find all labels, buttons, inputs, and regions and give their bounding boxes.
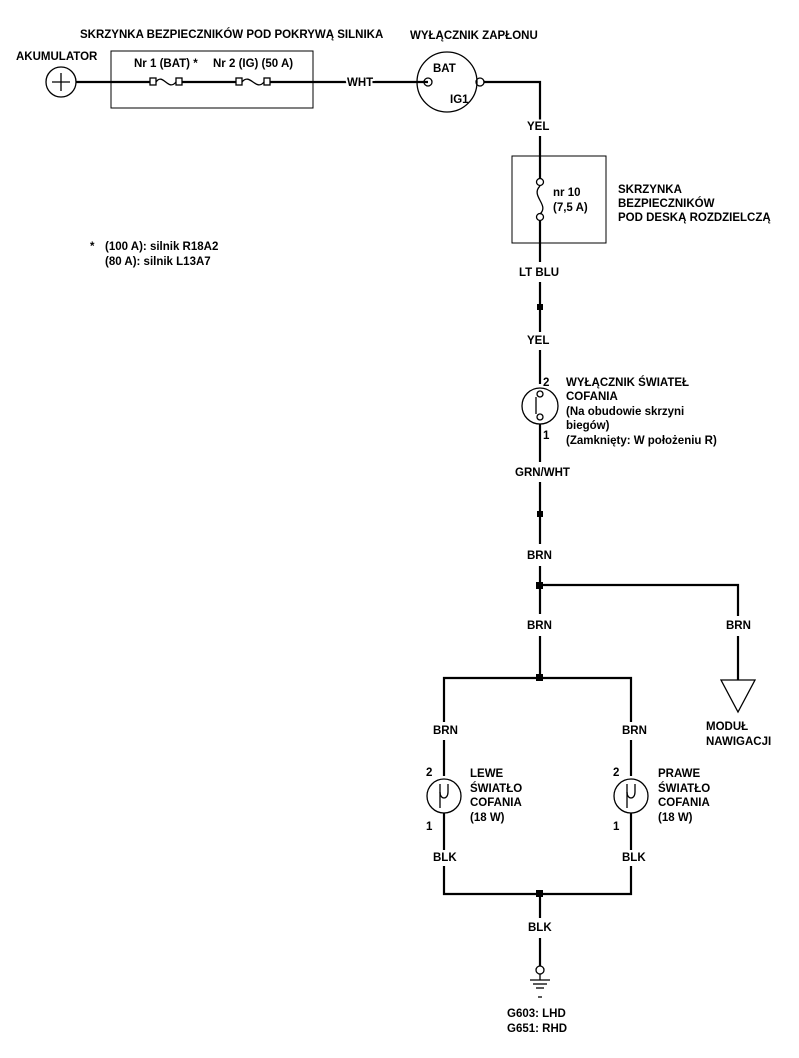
battery-label: AKUMULATOR <box>16 51 98 63</box>
dash-fuse-box <box>511 155 607 244</box>
ignition-switch-label: WYŁĄCZNIK ZAPŁONU <box>410 30 538 42</box>
dash-fuse-box-label-3: POD DESKĄ ROZDZIELCZĄ <box>618 212 771 224</box>
left-lamp-label-2: ŚWIATŁO <box>470 782 522 795</box>
wire-label-brn-nav: BRN <box>726 620 751 632</box>
fuse-2-label: Nr 2 (IG) (50 A) <box>213 58 293 70</box>
wire-label-grn-wht: GRN/WHT <box>515 467 570 479</box>
engine-fuse-box-label: SKRZYNKA BEZPIECZNIKÓW POD POKRYWĄ SILNI… <box>80 28 383 41</box>
wire-label-wht: WHT <box>347 77 373 89</box>
reverse-switch-pin-2: 2 <box>543 377 549 389</box>
footnote-line-2: (80 A): silnik L13A7 <box>105 256 211 268</box>
wire-label-lt-blu: LT BLU <box>519 267 559 279</box>
reverse-switch-label-5: (Zamknięty: W położeniu R) <box>566 435 717 447</box>
footnote-star: * <box>90 241 95 253</box>
connector-1 <box>537 304 543 310</box>
ground-label-1: G603: LHD <box>507 1008 566 1020</box>
footnote-line-1: (100 A): silnik R18A2 <box>105 241 218 253</box>
reverse-switch-label-1: WYŁĄCZNIK ŚWIATEŁ <box>566 376 689 389</box>
wire-label-yel-2: YEL <box>527 335 549 347</box>
ig1-terminal-label: IG1 <box>450 94 469 106</box>
right-lamp-label-4: (18 W) <box>658 812 693 824</box>
left-lamp-pin-1: 1 <box>426 821 433 833</box>
reverse-switch-pin-1: 1 <box>543 430 550 442</box>
nav-module-arrow <box>719 679 757 714</box>
left-lamp-pin-2: 2 <box>426 767 432 779</box>
fuse-1-symbol <box>149 77 183 86</box>
wire-label-blk-ground: BLK <box>528 922 552 934</box>
ignition-switch-symbol <box>416 51 485 113</box>
fuse-10-label-2: (7,5 A) <box>553 202 588 214</box>
right-lamp-pin-2: 2 <box>613 767 619 779</box>
right-lamp-label-3: COFANIA <box>658 797 710 809</box>
left-lamp-symbol <box>426 778 462 814</box>
wire-label-yel-1: YEL <box>527 121 549 133</box>
wire-label-blk-right: BLK <box>622 852 646 864</box>
fuse-1-label: Nr 1 (BAT) * <box>134 58 198 70</box>
splice-2 <box>536 674 543 681</box>
splice-1 <box>536 582 543 589</box>
fuse-2-symbol <box>235 77 271 86</box>
dash-fuse-box-label-1: SKRZYNKA <box>618 184 682 196</box>
reverse-switch-symbol <box>521 387 559 425</box>
wire-label-brn-left: BRN <box>433 725 458 737</box>
connector-2 <box>537 511 543 517</box>
dash-fuse-box-label-2: BEZPIECZNIKÓW <box>618 197 715 210</box>
reverse-switch-label-4: biegów) <box>566 420 610 432</box>
battery-symbol <box>45 66 77 98</box>
wire-label-blk-left: BLK <box>433 852 457 864</box>
fuse-10-label-1: nr 10 <box>553 187 581 199</box>
right-lamp-label-1: PRAWE <box>658 768 701 780</box>
nav-module-label-1: MODUŁ <box>706 721 748 733</box>
fuse-10-symbol <box>535 177 545 222</box>
ground-symbol <box>530 965 550 998</box>
left-lamp-label-1: LEWE <box>470 768 504 780</box>
reverse-switch-label-2: COFANIA <box>566 391 618 403</box>
right-lamp-pin-1: 1 <box>613 821 620 833</box>
wire-label-brn-2: BRN <box>527 620 552 632</box>
right-lamp-label-2: ŚWIATŁO <box>658 782 710 795</box>
nav-module-label-2: NAWIGACJI <box>706 736 771 748</box>
engine-fuse-box <box>110 50 314 109</box>
splice-3 <box>536 890 543 897</box>
wire-label-brn-right: BRN <box>622 725 647 737</box>
right-lamp-symbol <box>613 778 649 814</box>
left-lamp-label-4: (18 W) <box>470 812 505 824</box>
ground-label-2: G651: RHD <box>507 1023 567 1035</box>
reverse-switch-label-3: (Na obudowie skrzyni <box>566 406 684 418</box>
bat-terminal-label: BAT <box>433 63 456 75</box>
left-lamp-label-3: COFANIA <box>470 797 522 809</box>
wire-label-brn-1: BRN <box>527 550 552 562</box>
